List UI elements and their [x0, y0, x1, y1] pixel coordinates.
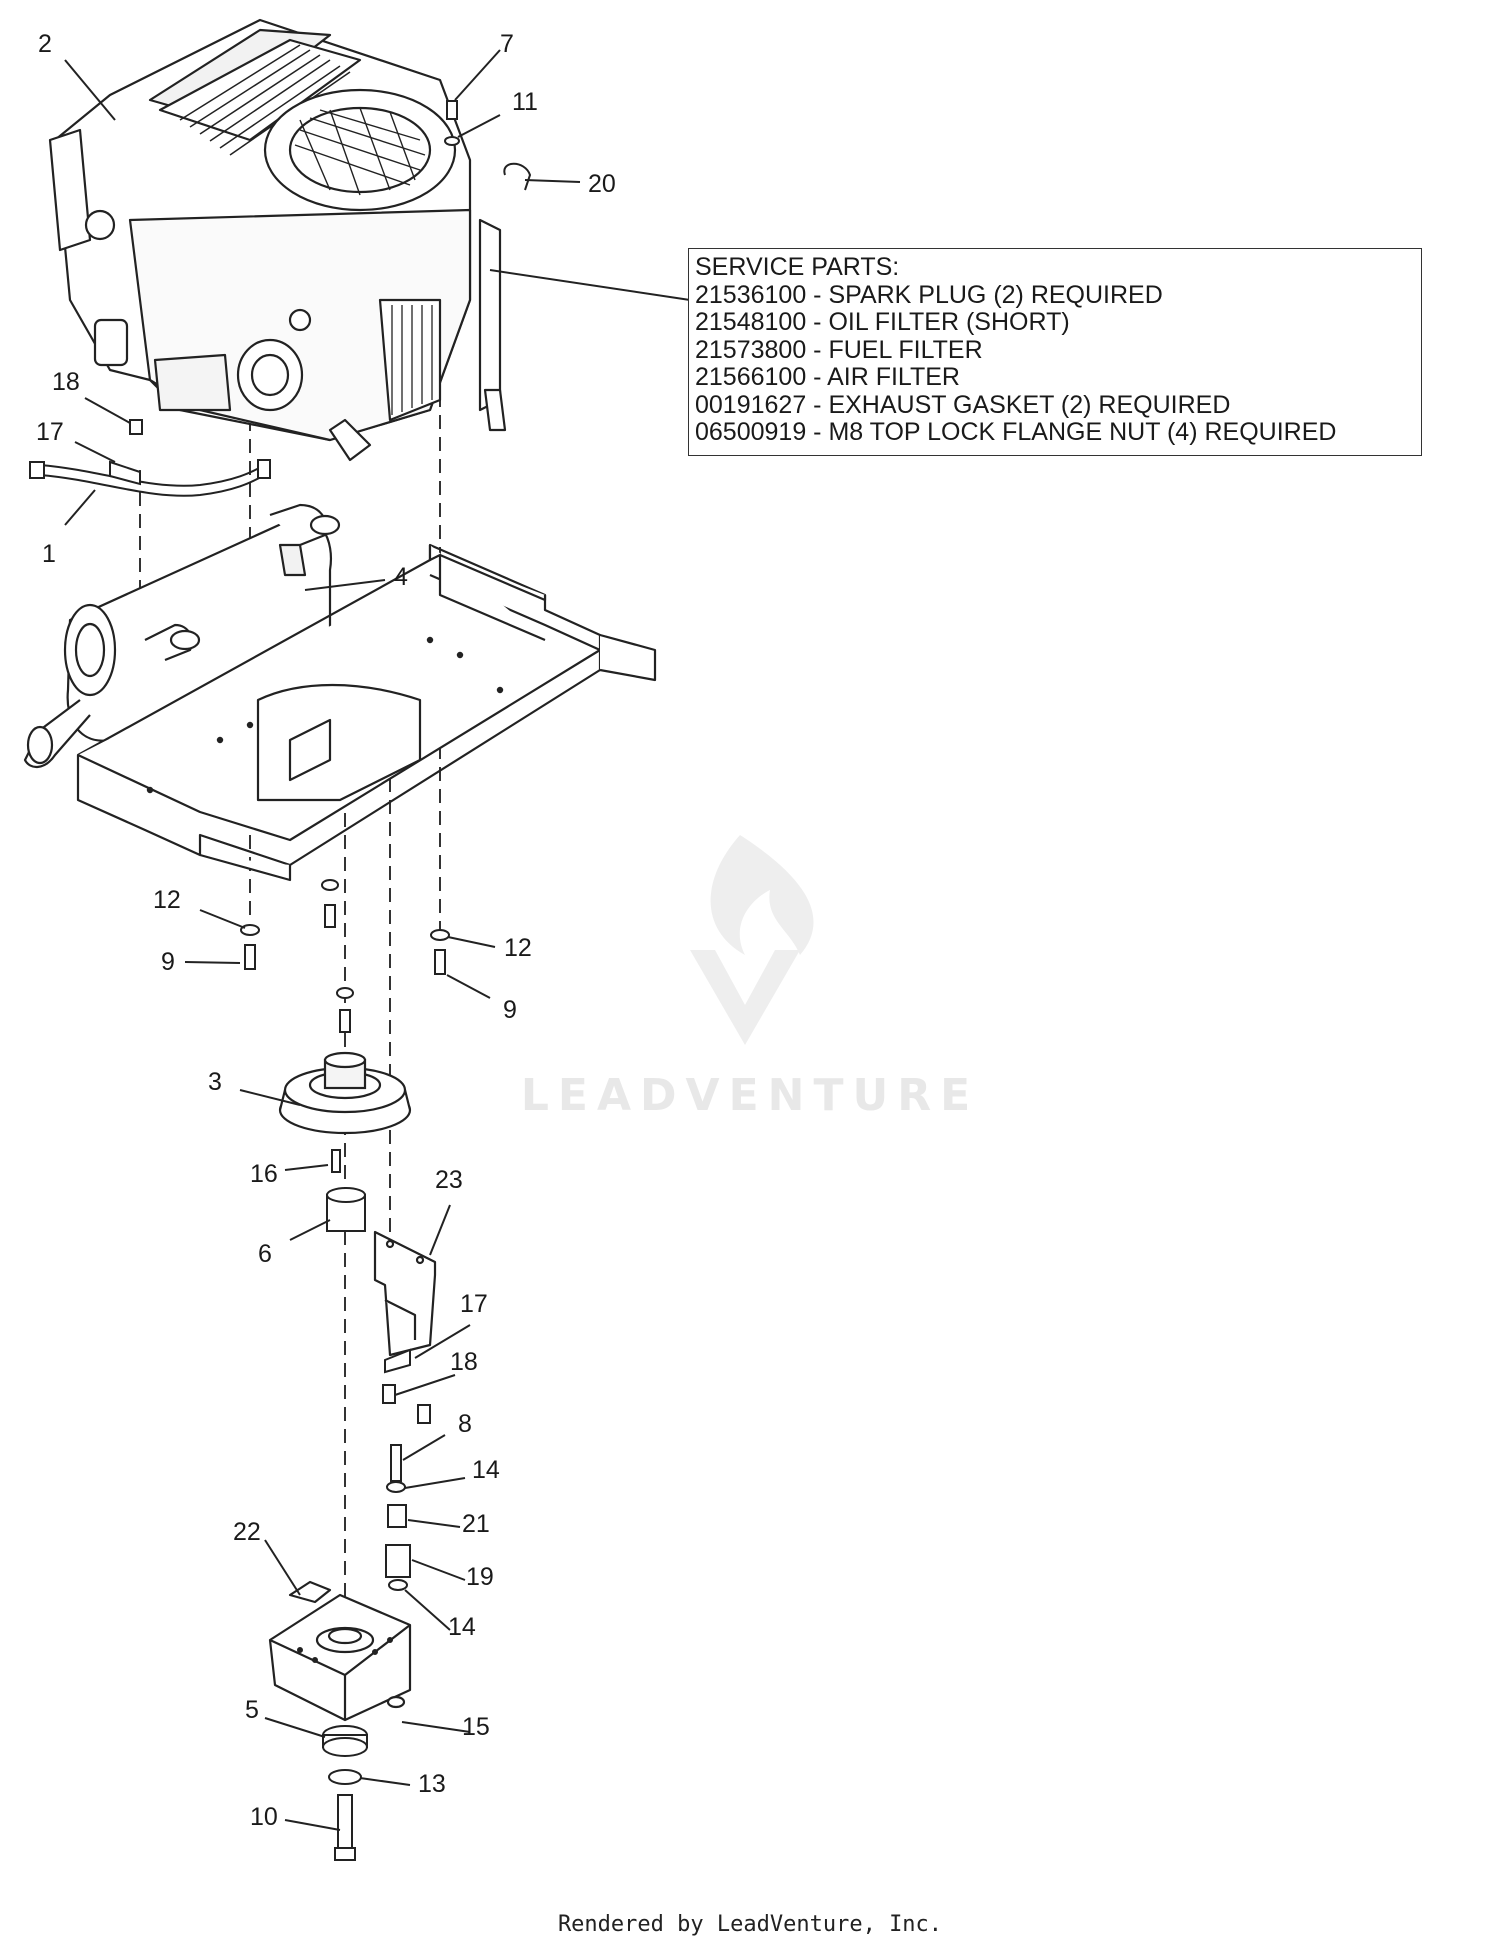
service-part-line: 21573800 - FUEL FILTER — [695, 335, 983, 364]
callout: 4 — [394, 563, 408, 591]
service-parts-heading: SERVICE PARTS: — [695, 253, 900, 281]
callout: 5 — [245, 1696, 259, 1724]
service-part-line: 00191627 - EXHAUST GASKET (2) REQUIRED — [695, 390, 1231, 419]
callout: 9 — [503, 996, 517, 1024]
callout: 14 — [472, 1456, 500, 1484]
callout: 17 — [460, 1290, 488, 1318]
fasteners-top — [129, 100, 532, 435]
callout: 9 — [161, 948, 175, 976]
callout: 10 — [250, 1803, 278, 1831]
callout: 14 — [448, 1613, 476, 1641]
watermark-logo — [690, 835, 814, 1045]
fasteners-mid — [240, 879, 450, 1033]
callout: 3 — [208, 1068, 222, 1096]
callout: 15 — [462, 1713, 490, 1741]
engine — [48, 18, 507, 462]
fuel-line — [29, 459, 271, 497]
callout: 23 — [435, 1166, 463, 1194]
pulley — [278, 1051, 412, 1135]
callout: 22 — [233, 1518, 261, 1546]
key-and-spacer — [326, 1149, 366, 1232]
render-credit: Rendered by LeadVenture, Inc. — [557, 1912, 943, 1937]
service-parts-box: SERVICE PARTS: 21536100 - SPARK PLUG (2)… — [688, 248, 1422, 456]
callout: 2 — [38, 30, 52, 58]
service-part-line: 06500919 - M8 TOP LOCK FLANGE NUT (4) RE… — [695, 418, 1337, 446]
callout: 18 — [52, 368, 80, 396]
pto-clutch — [268, 1580, 412, 1722]
callout: 13 — [418, 1770, 446, 1798]
assembly-lines — [139, 305, 441, 1615]
bracket — [373, 1230, 437, 1357]
callout: 12 — [153, 886, 181, 914]
callout: 17 — [36, 418, 64, 446]
callout: 8 — [458, 1410, 472, 1438]
callout: 6 — [258, 1240, 272, 1268]
callout: 11 — [512, 88, 538, 116]
callout: 19 — [466, 1563, 494, 1591]
callout: 7 — [500, 30, 514, 58]
service-part-line: 21548100 - OIL FILTER (SHORT) — [695, 308, 1070, 336]
callout: 20 — [588, 170, 616, 198]
callout-numbers: 2 7 11 20 18 17 1 4 12 9 12 9 3 16 23 6 … — [36, 30, 616, 1831]
callout: 16 — [250, 1160, 278, 1188]
watermark-text: LEADVENTURE — [520, 1070, 980, 1121]
engine-plate — [76, 543, 657, 882]
service-part-line: 21536100 - SPARK PLUG (2) REQUIRED — [695, 280, 1163, 309]
callout: 21 — [462, 1510, 490, 1538]
callout: 12 — [504, 934, 532, 962]
bottom-fasteners — [322, 1725, 368, 1861]
service-part-line: 21566100 - AIR FILTER — [695, 363, 960, 391]
callout: 1 — [42, 540, 56, 568]
leader-lines — [64, 49, 691, 1831]
callout: 18 — [450, 1348, 478, 1376]
